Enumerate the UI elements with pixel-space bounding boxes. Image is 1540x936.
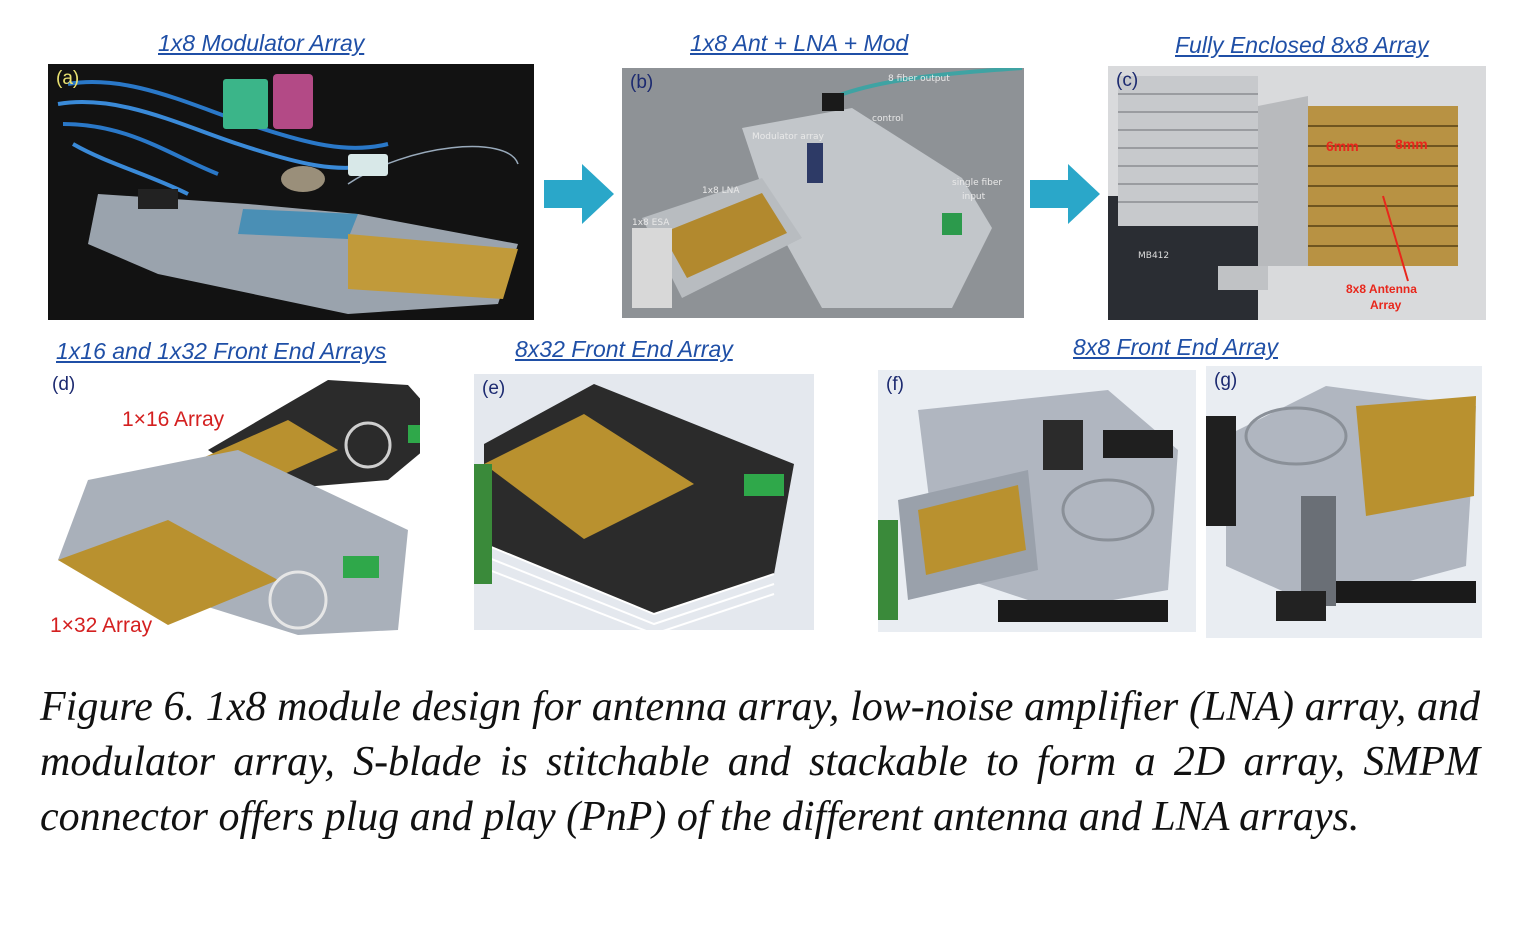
panel-label-a: (a) xyxy=(56,68,80,89)
heading-front-end-arrays-16-32: 1x16 and 1x32 Front End Arrays xyxy=(56,338,387,364)
label-esa: 1x8 ESA xyxy=(632,218,670,228)
render-1x16-1x32: (d) 1×16 Array 1×32 Array xyxy=(48,370,420,650)
heading-enclosed-array: Fully Enclosed 8x8 Array xyxy=(1175,32,1429,58)
arrow-right-icon xyxy=(1030,164,1100,224)
label-mb412: MB412 xyxy=(1138,251,1170,261)
heading-modulator-array: 1x8 Modulator Array xyxy=(158,30,365,56)
panel-label-b: (b) xyxy=(630,72,654,93)
photo-enclosed-array: (c) 6mm 8mm 8x8 Antenna Array MB412 xyxy=(1108,66,1486,320)
front-end-8x8-g-illustration xyxy=(1206,366,1482,638)
label-input: input xyxy=(962,192,986,202)
panel-label-f: (f) xyxy=(886,374,904,395)
render-8x8-f: (f) xyxy=(878,370,1196,632)
photo-ant-lna-mod: (b) 8 fiber output control Modulator arr… xyxy=(622,68,1024,318)
ant-lna-mod-illustration xyxy=(622,68,1024,318)
label-single-fiber: single fiber xyxy=(952,178,1003,188)
label-fiber-output: 8 fiber output xyxy=(888,74,950,84)
photo-modulator-array: (a) xyxy=(48,64,534,320)
dimension-6mm: 6mm xyxy=(1326,138,1359,154)
heading-ant-lna-mod: 1x8 Ant + LNA + Mod xyxy=(690,30,909,56)
label-antenna-array-2: Array xyxy=(1370,298,1402,312)
arrow-right-icon xyxy=(544,164,614,224)
figure-caption: Figure 6. 1x8 module design for antenna … xyxy=(40,684,1480,840)
render-8x8-g: (g) xyxy=(1206,366,1482,638)
panel-label-c: (c) xyxy=(1116,70,1139,91)
panel-label-d: (d) xyxy=(52,374,76,395)
heading-front-end-array-8x32: 8x32 Front End Array xyxy=(515,336,733,362)
front-end-arrays-illustration xyxy=(48,370,420,650)
label-control: control xyxy=(872,114,904,124)
dimension-8mm: 8mm xyxy=(1395,136,1428,152)
modulator-array-illustration xyxy=(48,64,534,320)
label-lna: 1x8 LNA xyxy=(702,186,740,196)
front-end-8x8-f-illustration xyxy=(878,370,1196,632)
front-end-8x32-illustration xyxy=(474,374,814,630)
panel-label-g: (g) xyxy=(1214,370,1238,391)
label-1x16-array: 1×16 Array xyxy=(122,408,225,431)
label-antenna-array-1: 8x8 Antenna xyxy=(1346,282,1417,296)
label-modulator-array: Modulator array xyxy=(752,132,824,142)
render-8x32: (e) xyxy=(474,374,814,630)
heading-front-end-array-8x8: 8x8 Front End Array xyxy=(1073,334,1278,360)
panel-label-e: (e) xyxy=(482,378,506,399)
label-1x32-array: 1×32 Array xyxy=(50,614,153,637)
enclosed-array-illustration xyxy=(1108,66,1486,320)
